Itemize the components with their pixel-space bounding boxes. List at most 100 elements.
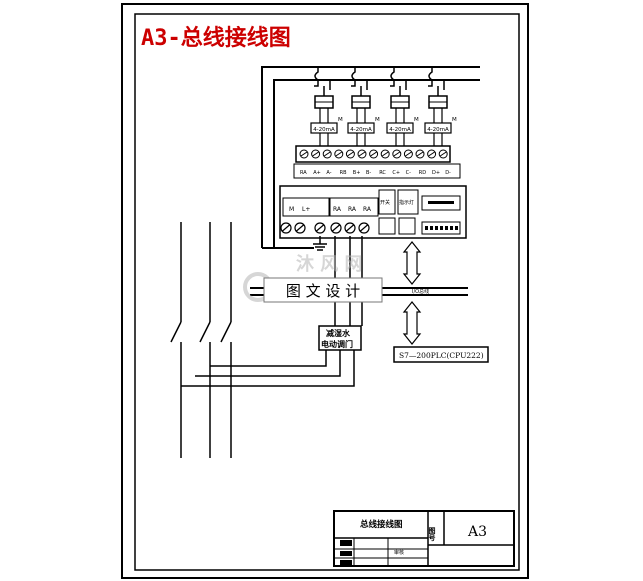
plc-label-lplus: L+ xyxy=(302,206,310,213)
switch-blade-2 xyxy=(199,321,211,343)
plc-ra-group xyxy=(329,197,379,217)
plc-screw xyxy=(358,222,370,234)
plc-led xyxy=(435,226,438,230)
inner-border xyxy=(134,13,520,571)
plc-power-group xyxy=(282,197,330,217)
module-range-box-1 xyxy=(310,122,338,134)
module-mark-3: M xyxy=(414,117,419,123)
plc-bottom-screws xyxy=(280,222,370,234)
plc-label-ra-3: RA xyxy=(363,206,372,213)
plc-led xyxy=(445,226,448,230)
module-range-label-1: 4-20mA xyxy=(313,127,335,133)
terminal-screw xyxy=(392,149,402,159)
module-range-box-3 xyxy=(386,122,414,134)
title-block-field-label: 图号 xyxy=(428,526,436,542)
upper-double-arrow xyxy=(402,241,422,285)
plc-switch-label: 开关 xyxy=(380,199,390,206)
plc-port-2 xyxy=(398,217,416,235)
module-range-box-2 xyxy=(347,122,375,134)
module-range-label-3: 4-20mA xyxy=(389,127,411,133)
terminal-label: RA xyxy=(300,170,307,176)
ground-symbol xyxy=(313,236,327,251)
module-mark-2: M xyxy=(375,117,380,123)
plc-led xyxy=(425,226,428,230)
plc-screw xyxy=(330,222,342,234)
terminal-screw xyxy=(403,149,413,159)
plc-label-box xyxy=(393,346,489,363)
valve-box xyxy=(318,325,362,351)
plc-screw xyxy=(280,222,292,234)
terminal-label: RB xyxy=(340,170,347,176)
terminal-screw xyxy=(438,149,448,159)
plc-led xyxy=(430,226,433,230)
plc-label-m: M xyxy=(289,206,294,213)
plc-display xyxy=(421,195,461,211)
terminal-label: C+ xyxy=(392,170,400,176)
module-range-label-4: 4-20mA xyxy=(427,127,449,133)
terminal-screw xyxy=(369,149,379,159)
switch-blade-3 xyxy=(220,321,232,343)
valve-label-line1: 减湿水 xyxy=(326,328,351,338)
terminal-label: D- xyxy=(445,170,451,176)
terminal-label: C- xyxy=(406,170,411,176)
title-block-name: 总线接线图 xyxy=(360,519,403,530)
three-phase-supply xyxy=(170,222,232,458)
terminal-screw xyxy=(322,149,332,159)
terminal-labels: RA A+ A- RB B+ B- RC C+ C- RD D+ D- xyxy=(300,170,451,176)
watermark-ghost-text: 沐 风 网 xyxy=(296,253,363,275)
module-mark-1: M xyxy=(338,117,343,123)
plc-led xyxy=(450,226,453,230)
terminal-label: RD xyxy=(419,170,426,176)
plc-screw xyxy=(314,222,326,234)
plc-indicator-box xyxy=(397,189,419,215)
terminal-label: RC xyxy=(379,170,386,176)
io-bus-label: I/O总线 xyxy=(412,288,429,295)
terminal-strip xyxy=(295,145,451,163)
title-block-small-label: 审核 xyxy=(394,549,404,556)
plc-led xyxy=(440,226,443,230)
terminal-screw xyxy=(380,149,390,159)
switch-blade-1 xyxy=(170,321,182,343)
module-mark-4: M xyxy=(452,117,457,123)
plc-module: M L+ RA RA RA 开关 指示灯 xyxy=(279,185,467,239)
title-block-number: A3 xyxy=(467,524,487,540)
plc-switch-box xyxy=(378,189,396,215)
terminal-label: A- xyxy=(326,170,331,176)
module-range-box-4 xyxy=(424,122,452,134)
terminal-screw xyxy=(415,149,425,159)
plc-model-label: S7—200PLC(CPU222) xyxy=(399,351,484,360)
plc-label-ra-1: RA xyxy=(333,206,342,213)
plc-display-bar xyxy=(428,201,454,204)
outer-border xyxy=(121,3,529,579)
plc-led xyxy=(455,226,458,230)
bus-double-arrows xyxy=(402,241,422,345)
terminal-screws xyxy=(299,149,448,159)
terminal-label: A+ xyxy=(313,170,321,176)
terminal-label-frame xyxy=(293,163,461,179)
terminal-screw xyxy=(427,149,437,159)
plc-port-1 xyxy=(378,217,396,235)
plc-module-frame xyxy=(279,185,467,239)
terminal-screw xyxy=(334,149,344,159)
valve-label-line2: 电动调门 xyxy=(321,339,353,349)
plc-label-ra-2: RA xyxy=(348,206,357,213)
watermark-label: 图 文 设 计 xyxy=(286,282,360,300)
terminal-screw xyxy=(357,149,367,159)
plc-leds xyxy=(425,226,458,230)
terminal-screw xyxy=(345,149,355,159)
plc-screw xyxy=(344,222,356,234)
lower-double-arrow xyxy=(402,301,422,345)
plc-indicator-label: 指示灯 xyxy=(399,199,414,206)
terminal-label: B+ xyxy=(353,170,361,176)
title-block: 总线接线图 图号 A3 审核 xyxy=(333,510,515,567)
terminal-label: B- xyxy=(366,170,371,176)
valve-feed-wires xyxy=(181,350,355,387)
main-bus-frame xyxy=(261,66,480,249)
terminal-label: D+ xyxy=(432,170,440,176)
